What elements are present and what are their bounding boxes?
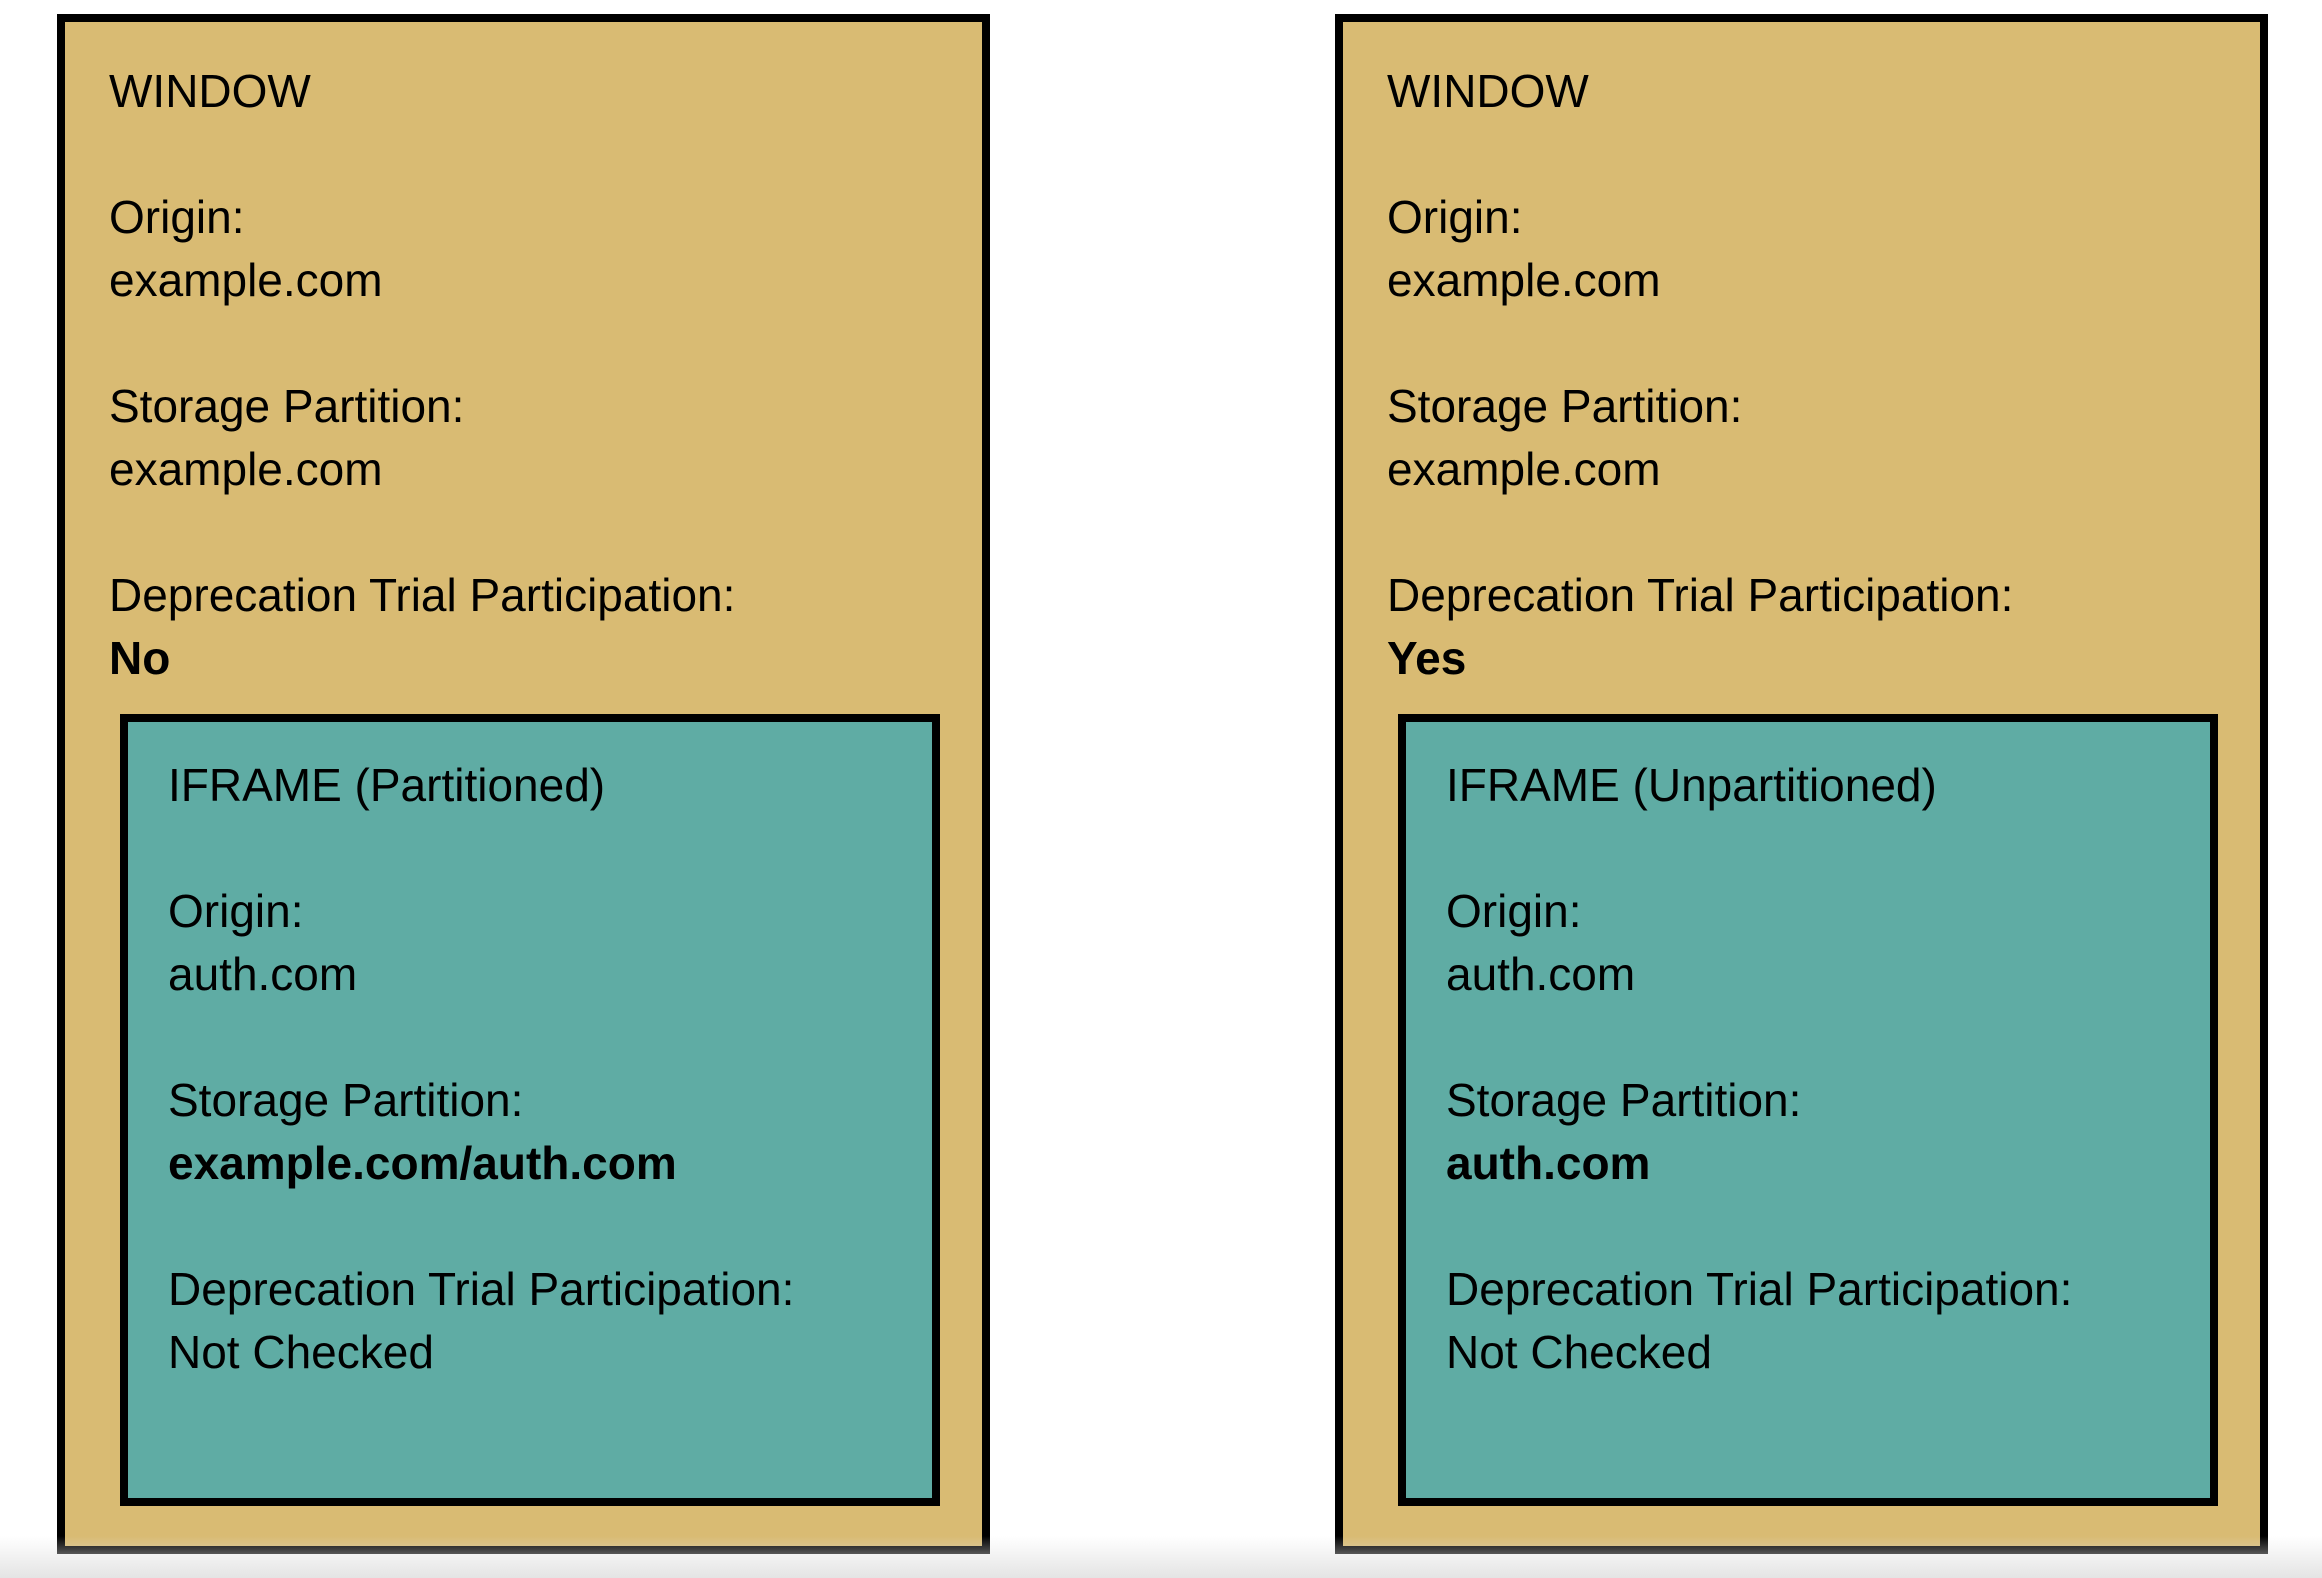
field-origin: Origin: auth.com: [1446, 880, 2170, 1006]
field-label: Deprecation Trial Participation:: [1446, 1263, 2073, 1315]
field-origin: Origin: example.com: [1387, 186, 2216, 312]
field-storage-partition: Storage Partition: auth.com: [1446, 1069, 2170, 1195]
window-box-partitioned: WINDOW Origin: example.com Storage Parti…: [57, 14, 990, 1554]
field-value: example.com: [109, 254, 383, 306]
field-label: Storage Partition:: [1387, 380, 1743, 432]
field-value: auth.com: [1446, 1137, 1651, 1189]
iframe-title: IFRAME (Unpartitioned): [1446, 759, 1937, 811]
field-value: example.com: [1387, 254, 1661, 306]
iframe-box-unpartitioned: IFRAME (Unpartitioned) Origin: auth.com …: [1398, 714, 2218, 1506]
field-label: Storage Partition:: [1446, 1074, 1802, 1126]
field-label: Origin:: [1387, 191, 1523, 243]
field-origin: Origin: auth.com: [168, 880, 892, 1006]
field-deprecation-trial: Deprecation Trial Participation: Not Che…: [1446, 1258, 2170, 1384]
iframe-box-partitioned: IFRAME (Partitioned) Origin: auth.com St…: [120, 714, 940, 1506]
field-value: No: [109, 632, 171, 684]
iframe-title: IFRAME (Partitioned): [168, 759, 606, 811]
field-value: Not Checked: [168, 1326, 434, 1378]
field-value: Yes: [1387, 632, 1467, 684]
field-value: example.com: [1387, 443, 1661, 495]
field-label: Origin:: [168, 885, 304, 937]
field-label: Storage Partition:: [168, 1074, 524, 1126]
field-label: Storage Partition:: [109, 380, 465, 432]
field-deprecation-trial: Deprecation Trial Participation: Yes: [1387, 564, 2216, 690]
field-deprecation-trial: Deprecation Trial Participation: Not Che…: [168, 1258, 892, 1384]
field-label: Deprecation Trial Participation:: [109, 569, 736, 621]
field-label: Deprecation Trial Participation:: [1387, 569, 2014, 621]
field-storage-partition: Storage Partition: example.com: [109, 375, 938, 501]
field-value: auth.com: [1446, 948, 1636, 1000]
field-label: Origin:: [109, 191, 245, 243]
field-origin: Origin: example.com: [109, 186, 938, 312]
window-title: WINDOW: [1387, 65, 1589, 117]
field-label: Origin:: [1446, 885, 1582, 937]
field-storage-partition: Storage Partition: example.com: [1387, 375, 2216, 501]
field-value: example.com: [109, 443, 383, 495]
field-label: Deprecation Trial Participation:: [168, 1263, 795, 1315]
field-storage-partition: Storage Partition: example.com/auth.com: [168, 1069, 892, 1195]
window-title: WINDOW: [109, 65, 311, 117]
window-box-unpartitioned: WINDOW Origin: example.com Storage Parti…: [1335, 14, 2268, 1554]
field-deprecation-trial: Deprecation Trial Participation: No: [109, 564, 938, 690]
field-value: auth.com: [168, 948, 358, 1000]
field-value: Not Checked: [1446, 1326, 1712, 1378]
field-value: example.com/auth.com: [168, 1137, 677, 1189]
